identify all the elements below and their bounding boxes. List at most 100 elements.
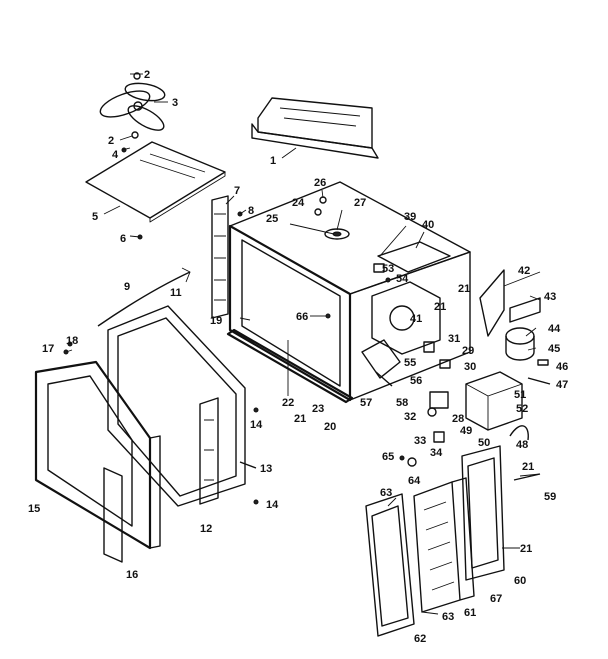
callout-28: 28 (452, 413, 464, 425)
callout-33: 33 (414, 435, 426, 447)
callout-51: 51 (514, 389, 526, 401)
callout-67: 67 (490, 593, 502, 605)
part-2-washer (131, 131, 139, 139)
callout-5: 5 (92, 211, 98, 223)
part-59-rod (513, 473, 541, 481)
callout-30: 30 (464, 361, 476, 373)
callout-40: 40 (422, 219, 434, 231)
part-42-plate (479, 269, 505, 337)
callout-63: 63 (442, 611, 454, 623)
part-60-rear-panel (461, 445, 505, 581)
callout-3: 3 (172, 97, 178, 109)
part-46-diode (537, 359, 549, 366)
callout-44: 44 (548, 323, 561, 335)
callout-58: 58 (396, 397, 408, 409)
part-30-switch (439, 359, 451, 369)
callout-20: 20 (324, 421, 336, 433)
callout-56: 56 (410, 375, 422, 387)
part-40-bracket (377, 241, 451, 273)
part-66-screw (325, 313, 331, 319)
callout-11: 11 (170, 287, 182, 299)
part-15-door (34, 360, 161, 550)
part-62-frame (365, 493, 415, 637)
callout-34: 34 (430, 447, 443, 459)
callout-26: 26 (314, 177, 326, 189)
callout-12: 12 (200, 523, 212, 535)
callout-66: 66 (296, 311, 308, 323)
callout-47: 47 (556, 379, 568, 391)
callout-29: 29 (462, 345, 474, 357)
part-50-transformer (465, 371, 523, 431)
part-43-clamp (509, 297, 541, 323)
callout-62: 62 (414, 633, 426, 645)
part-67-panel (451, 477, 475, 601)
part-54-screw (385, 277, 391, 283)
callout-45: 45 (548, 343, 560, 355)
part-14-screw-a (253, 407, 259, 413)
callout-65: 65 (382, 451, 394, 463)
part-61-keypad (413, 481, 461, 613)
callout-6: 6 (120, 233, 126, 245)
part-34-switch (433, 431, 445, 443)
part-1-cover (251, 97, 379, 159)
part-18-clip (67, 341, 73, 347)
part-5-plate (85, 141, 226, 223)
callout-64: 64 (408, 475, 421, 487)
part-3-fan-blade (99, 82, 166, 131)
callout-17: 17 (42, 343, 54, 355)
callout-57: 57 (360, 397, 372, 409)
callout-21: 21 (294, 413, 306, 425)
callout-41: 41 (410, 313, 422, 325)
part-28-switch-block (429, 391, 449, 409)
part-27-stirrer (324, 228, 350, 240)
callout-43: 43 (544, 291, 556, 303)
part-45-capacitor (505, 327, 535, 361)
callout-55: 55 (404, 357, 416, 369)
callout-52: 52 (516, 403, 528, 415)
part-12-latch (199, 397, 219, 505)
part-32-thermostat (427, 407, 437, 417)
part-7-bracket (211, 195, 229, 319)
callout-21: 21 (458, 283, 470, 295)
part-56-part (375, 371, 393, 387)
callout-8: 8 (248, 205, 254, 217)
part-9-choke (97, 267, 191, 327)
part-20-base-strip (226, 328, 354, 404)
callout-22: 22 (282, 397, 294, 409)
part-29-switch (423, 341, 435, 353)
part-47-fuse (527, 377, 551, 385)
callout-50: 50 (478, 437, 490, 449)
part-41-magnetron (371, 281, 441, 355)
callout-46: 46 (556, 361, 568, 373)
callout-14: 14 (250, 419, 263, 431)
part-65-screw (399, 455, 405, 461)
callout-15: 15 (28, 503, 40, 515)
callout-labels: 1 2 2 3 4 5 6 7 8 9 11 12 13 14 14 15 16… (28, 69, 568, 645)
part-2-nut (133, 72, 141, 80)
part-11-door-frame (107, 305, 246, 507)
callout-7: 7 (234, 185, 240, 197)
callout-19: 19 (210, 315, 222, 327)
part-14-screw-b (253, 499, 259, 505)
callout-59: 59 (544, 491, 556, 503)
callout-53: 53 (382, 263, 394, 275)
part-55-lamp-bracket (361, 339, 401, 379)
callout-24: 24 (292, 197, 305, 209)
callout-2: 2 (108, 135, 114, 147)
callout-63: 63 (380, 487, 392, 499)
callout-14: 14 (266, 499, 279, 511)
callout-42: 42 (518, 265, 530, 277)
callout-23: 23 (312, 403, 324, 415)
leader-lines (65, 73, 541, 615)
callout-39: 39 (404, 211, 416, 223)
callout-49: 49 (460, 425, 472, 437)
callout-21: 21 (520, 543, 532, 555)
callout-2: 2 (144, 69, 150, 81)
part-64-spring (407, 457, 417, 467)
callout-18: 18 (66, 335, 78, 347)
callout-32: 32 (404, 411, 416, 423)
callout-13: 13 (260, 463, 272, 475)
part-48-wire (509, 425, 529, 441)
callout-16: 16 (126, 569, 138, 581)
